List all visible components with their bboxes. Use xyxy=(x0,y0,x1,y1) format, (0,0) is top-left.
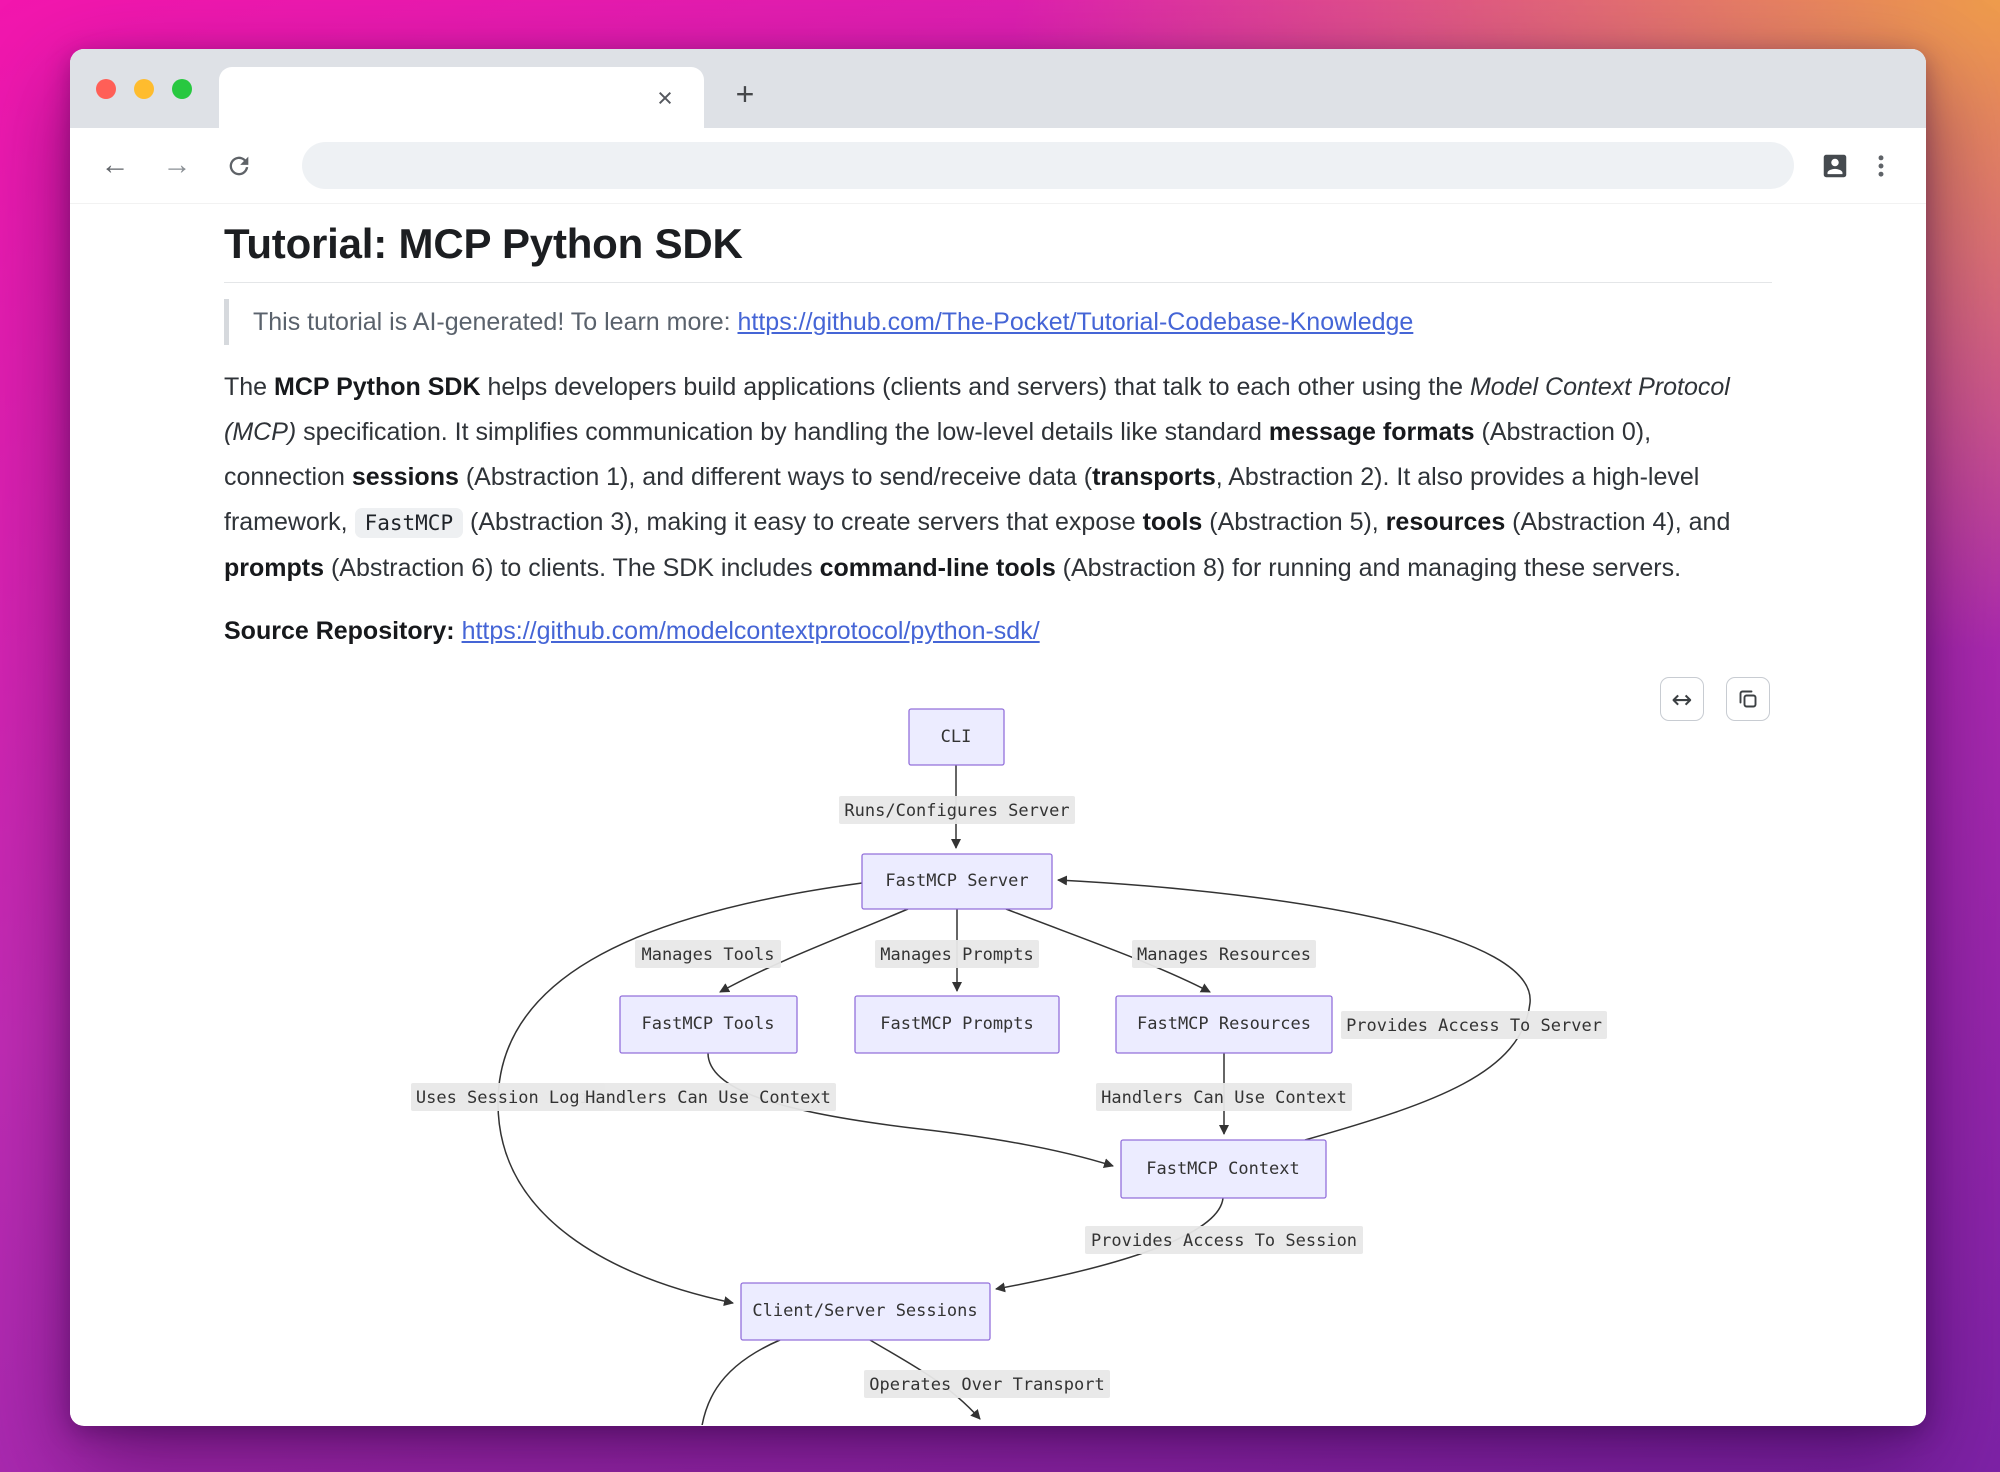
edge-transport-sessions xyxy=(701,1339,781,1425)
svg-text:Provides Access To Server: Provides Access To Server xyxy=(1346,1016,1602,1036)
ai-note-link[interactable]: https://github.com/The-Pocket/Tutorial-C… xyxy=(737,308,1414,336)
intro-text-segment: (Abstraction 4), and xyxy=(1505,508,1731,536)
intro-text-segment: (Abstraction 0), connection xyxy=(224,418,1652,491)
intro-text-segment: (Abstraction 3), making it easy to creat… xyxy=(463,508,1143,536)
copy-icon xyxy=(1739,690,1757,708)
intro-bold-segment: MCP Python SDK xyxy=(274,373,481,401)
kebab-menu-icon xyxy=(1878,154,1884,177)
svg-text:Handlers Can Use Context: Handlers Can Use Context xyxy=(1101,1088,1347,1108)
edge-label-runs-configures-server: Runs/Configures Server xyxy=(839,796,1075,824)
intro-bold-segment: sessions xyxy=(351,463,459,491)
profile-icon xyxy=(1823,154,1847,177)
svg-text:Manages Prompts: Manages Prompts xyxy=(880,945,1034,965)
svg-text:FastMCP Tools: FastMCP Tools xyxy=(641,1014,774,1034)
tab-strip: × + xyxy=(70,49,1926,128)
copy-diagram-button[interactable] xyxy=(1726,677,1770,721)
window-zoom-button[interactable] xyxy=(172,79,192,99)
menu-button[interactable] xyxy=(1858,143,1904,189)
edge-label-uses-session-logic: Uses Session Logic xyxy=(411,1083,605,1111)
node-fastmcp-server: FastMCP Server xyxy=(861,853,1053,910)
intro-text-segment: (Abstraction 6) to clients. The SDK incl… xyxy=(324,554,820,582)
svg-text:CLI: CLI xyxy=(941,727,972,747)
edge-server-tools xyxy=(719,908,909,993)
source-repository-line: Source Repository: https://github.com/mo… xyxy=(224,611,1772,651)
intro-bold-segment: tools xyxy=(1142,508,1203,536)
back-button[interactable]: ← xyxy=(100,149,130,181)
intro-paragraph: The MCP Python SDK helps developers buil… xyxy=(224,365,1772,591)
window-close-button[interactable] xyxy=(96,79,116,99)
intro-bold-segment: prompts xyxy=(224,554,324,582)
svg-text:Client/Server Sessions: Client/Server Sessions xyxy=(752,1301,977,1321)
svg-text:FastMCP Server: FastMCP Server xyxy=(885,871,1028,891)
edge-label-handlers-can-use-context-left: Handlers Can Use Context xyxy=(580,1083,836,1111)
node-fastmcp-context: FastMCP Context xyxy=(1120,1139,1327,1199)
new-tab-button[interactable]: + xyxy=(735,76,755,112)
ai-generated-note: This tutorial is AI-generated! To learn … xyxy=(224,299,1772,345)
intro-text-segment: (Abstraction 8) for running and managing… xyxy=(1055,554,1682,582)
edge-label-manages-tools: Manages Tools xyxy=(635,940,781,968)
browser-window: × + ← → Tutorial: MCP Py xyxy=(70,49,1926,1426)
reload-icon xyxy=(229,156,249,175)
intro-bold-segment: transports xyxy=(1092,463,1216,491)
intro-text-segment: , Abstraction 2). It also provides a hig… xyxy=(224,463,1700,536)
svg-text:Manages Tools: Manages Tools xyxy=(641,945,774,965)
edge-label-provides-access-to-server: Provides Access To Server xyxy=(1341,1011,1607,1039)
browser-toolbar: ← → xyxy=(70,128,1926,204)
page-content: Tutorial: MCP Python SDK This tutorial i… xyxy=(70,204,1926,1425)
svg-text:Operates Over Transport: Operates Over Transport xyxy=(869,1375,1104,1395)
edge-label-handlers-can-use-context-right: Handlers Can Use Context xyxy=(1096,1083,1352,1111)
edge-label-manages-prompts: Manages Prompts xyxy=(875,940,1039,968)
edge-context-server xyxy=(1057,875,1531,1141)
node-fastmcp-resources: FastMCP Resources xyxy=(1115,995,1333,1054)
tab-close-icon[interactable]: × xyxy=(657,82,673,113)
profile-button[interactable] xyxy=(1812,143,1858,189)
diagram-container: ↔ xyxy=(70,665,1926,1425)
edge-label-manages-resources: Manages Resources xyxy=(1132,940,1316,968)
edge-server-resources xyxy=(1005,908,1211,993)
svg-text:FastMCP Resources: FastMCP Resources xyxy=(1137,1014,1311,1034)
title-divider xyxy=(224,282,1772,283)
svg-text:FastMCP Context: FastMCP Context xyxy=(1146,1159,1300,1179)
ai-note-text: This tutorial is AI-generated! To learn … xyxy=(253,308,738,336)
intro-text-segment: (Abstraction 5), xyxy=(1202,508,1386,536)
address-bar[interactable] xyxy=(302,142,1794,189)
node-client-server-sessions: Client/Server Sessions xyxy=(740,1282,991,1341)
intro-text-segment: helps developers build applications (cli… xyxy=(480,373,1470,401)
source-link[interactable]: https://github.com/modelcontextprotocol/… xyxy=(461,617,1040,645)
intro-text-segment: specification. It simplifies communicati… xyxy=(296,418,1269,446)
svg-text:Uses Session Logic: Uses Session Logic xyxy=(416,1088,600,1108)
intro-bold-segment: resources xyxy=(1385,508,1506,536)
browser-tab[interactable]: × xyxy=(219,67,704,128)
forward-button[interactable]: → xyxy=(162,149,192,181)
flowchart-svg: Runs/Configures Server Manages Tools Man… xyxy=(411,708,1607,1425)
edge-label-provides-access-to-session: Provides Access To Session xyxy=(1085,1226,1363,1254)
intro-bold-segment: command-line tools xyxy=(819,554,1056,582)
expand-icon: ↔ xyxy=(1671,684,1693,714)
intro-text-segment: (Abstraction 1), and different ways to s… xyxy=(458,463,1093,491)
intro-italic-segment: Model Context Protocol (MCP) xyxy=(224,373,1730,446)
svg-text:FastMCP Prompts: FastMCP Prompts xyxy=(880,1014,1034,1034)
reload-button[interactable] xyxy=(216,143,262,189)
inline-code-fastmcp: FastMCP xyxy=(354,508,464,538)
node-cli: CLI xyxy=(908,708,1005,766)
svg-text:Manages Resources: Manages Resources xyxy=(1137,945,1311,965)
svg-text:Handlers Can Use Context: Handlers Can Use Context xyxy=(585,1088,831,1108)
edge-label-operates-over-transport: Operates Over Transport xyxy=(864,1370,1110,1398)
edge-tools-context xyxy=(707,1052,1114,1169)
svg-text:Provides Access To Session: Provides Access To Session xyxy=(1091,1231,1357,1251)
intro-bold-segment: message formats xyxy=(1268,418,1475,446)
node-fastmcp-prompts: FastMCP Prompts xyxy=(854,995,1060,1054)
intro-text-segment: The xyxy=(224,373,275,401)
svg-text:Runs/Configures Server: Runs/Configures Server xyxy=(844,801,1069,821)
source-label: Source Repository: xyxy=(224,617,455,645)
node-fastmcp-tools: FastMCP Tools xyxy=(619,995,798,1054)
window-minimize-button[interactable] xyxy=(134,79,154,99)
page-title: Tutorial: MCP Python SDK xyxy=(224,220,743,267)
expand-diagram-button[interactable]: ↔ xyxy=(1660,677,1704,721)
